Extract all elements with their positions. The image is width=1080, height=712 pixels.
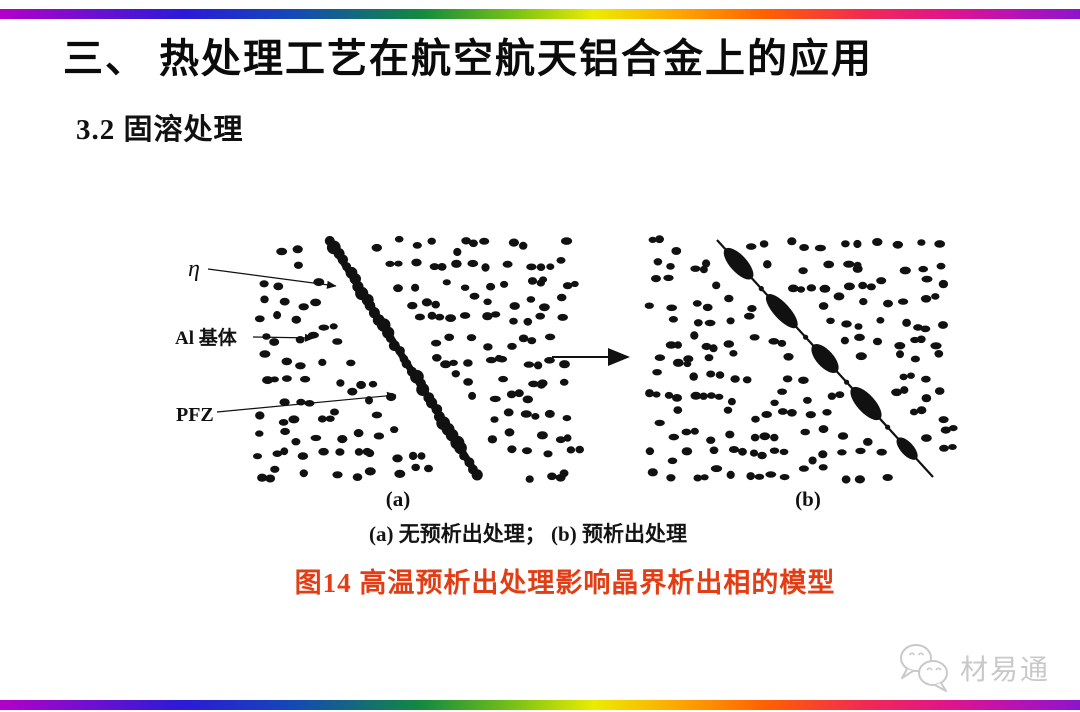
wechat-chat-bubbles-icon (900, 644, 948, 692)
panel-b-label: (b) (795, 487, 821, 511)
figure-caption: 图14 高温预析出处理影响晶界析出相的模型 (294, 568, 836, 598)
panel-b-grain-boundary (716, 239, 934, 478)
eta-label: η (188, 256, 200, 282)
section-heading: 3.2 固溶处理 (76, 114, 244, 146)
panel-a-precipitate-dots (253, 235, 584, 483)
watermark: 材易通 (896, 642, 1050, 694)
figure-svg: η Al 基体 PFZ (a) (b) (175, 235, 958, 511)
slide-title: 三、 热处理工艺在航空航天铝合金上的应用 (63, 36, 873, 81)
watermark-text: 材易通 (960, 654, 1051, 685)
al-matrix-label: Al 基体 (175, 326, 238, 349)
pfz-leader-line (216, 391, 397, 413)
figure: η Al 基体 PFZ (a) (b) (160, 225, 960, 515)
eta-leader-line (207, 268, 337, 289)
bottom-rainbow-bar (0, 700, 1080, 710)
pfz-label: PFZ (176, 404, 214, 426)
al-matrix-leader-line (252, 333, 315, 342)
panel-a-label: (a) (386, 487, 411, 511)
panel-a-grain-boundary (324, 235, 483, 481)
figure-subcaption: (a) 无预析出处理； (b) 预析出处理 (369, 522, 687, 546)
top-rainbow-bar (0, 9, 1080, 19)
panel-b-precipitate-dots (644, 235, 958, 484)
